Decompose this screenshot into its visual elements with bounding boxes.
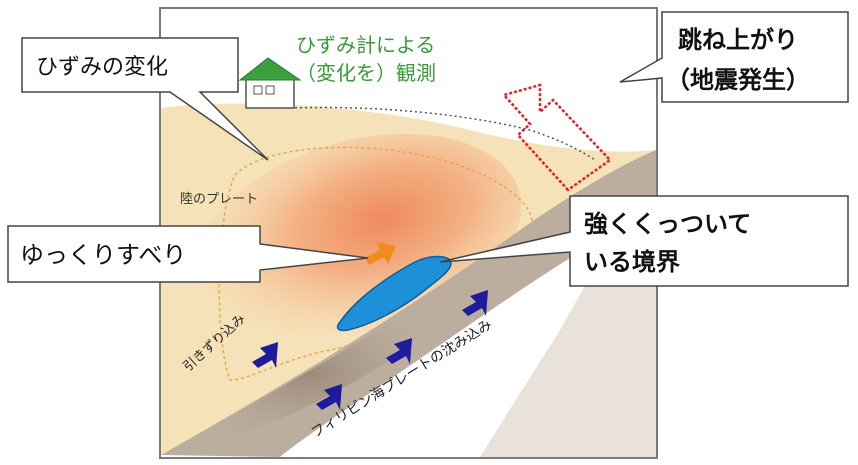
slow-slip-arrow-icon	[365, 242, 396, 265]
continental-plate-label: 陸のプレート	[180, 191, 258, 207]
callout-coupled-line1: 強くくっついて	[584, 210, 751, 238]
oceanic-plate-shadow	[180, 300, 435, 445]
callout-coupled-boundary: 強くくっついて いる境界	[439, 195, 849, 287]
callout-rebound-line2: （地震発生）	[666, 66, 810, 94]
subduction-arrow-icon	[316, 384, 342, 410]
ground-surface-dotted-line	[289, 106, 596, 161]
callout-strain-change: ひずみの変化	[21, 37, 269, 161]
rebound-arrow-icon	[501, 83, 612, 192]
subduction-arrow-icon	[252, 342, 278, 368]
oceanic-plate	[161, 150, 656, 457]
deep-area	[480, 160, 656, 457]
callout-rebound: 跳ね上がり （地震発生）	[619, 11, 849, 103]
locked-boundary-patch	[336, 255, 452, 332]
callout-strain-change-text: ひずみの変化	[36, 55, 168, 80]
subduction-arrow-icon	[462, 290, 488, 316]
observation-label-line2: （変化を）観測	[296, 61, 436, 85]
callout-slow-slip: ゆっくりすべり	[7, 225, 369, 283]
subduction-arrow-icon	[386, 338, 412, 364]
callout-rebound-line1: 跳ね上がり	[678, 26, 798, 54]
callout-coupled-line2: いる境界	[584, 248, 680, 276]
house-icon	[238, 57, 302, 109]
observation-label-line1: ひずみ計による	[296, 33, 435, 57]
callout-slow-slip-text: ゆっくりすべり	[20, 241, 186, 269]
